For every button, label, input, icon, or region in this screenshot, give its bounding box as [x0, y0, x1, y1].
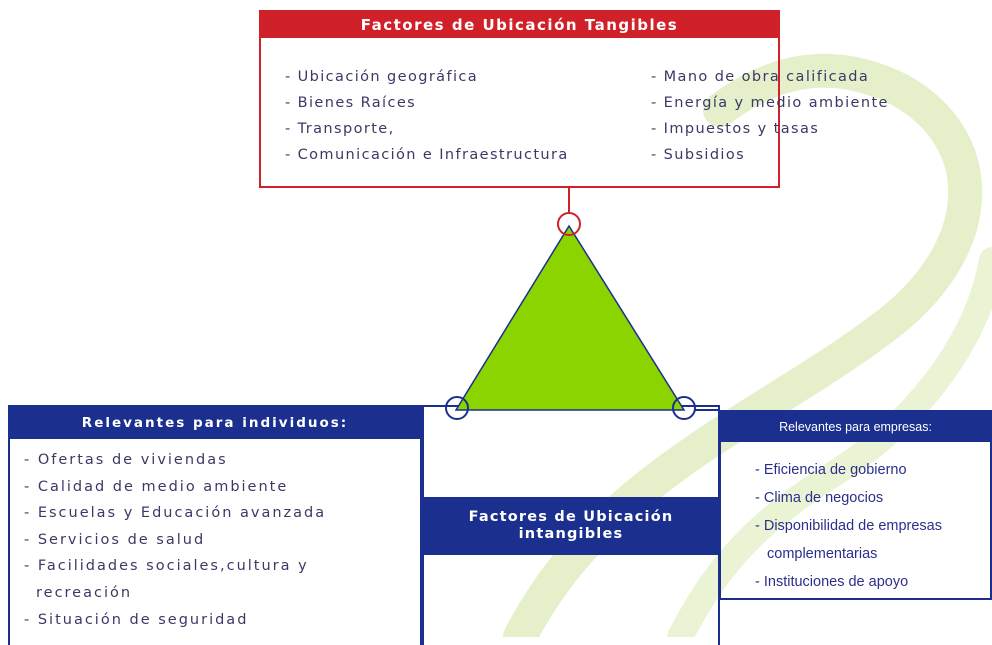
list-item: - Facilidades sociales,cultura y — [24, 558, 309, 575]
list-item: - Escuelas y Educación avanzada — [24, 505, 327, 522]
list-item: - Subsidios — [651, 147, 746, 163]
list-item: - Disponibilidad de empresas — [755, 518, 942, 534]
individuos-title: Relevantes para individuos: — [10, 407, 420, 439]
left-vertex-circle — [445, 396, 469, 420]
intangibles-title: Factores de Ubicación intangibles — [422, 497, 720, 555]
list-item: - Calidad de medio ambiente — [24, 478, 289, 495]
list-item: - Comunicación e Infraestructura — [285, 147, 569, 163]
list-item: - Mano de obra calificada — [651, 69, 870, 85]
list-item: - Servicios de salud — [24, 531, 206, 548]
list-item: - Transporte, — [285, 121, 395, 137]
list-item: - Instituciones de apoyo — [755, 574, 909, 590]
empresas-title: Relevantes para empresas: — [721, 412, 990, 442]
list-item: - Situación de seguridad — [24, 611, 249, 628]
empresas-list: - Eficiencia de gobierno - Clima de nego… — [755, 456, 942, 596]
list-item: - Bienes Raíces — [285, 95, 417, 111]
list-item: - Impuestos y tasas — [651, 121, 820, 137]
individuos-list: - Ofertas de viviendas - Calidad de medi… — [24, 447, 326, 633]
triangle — [454, 224, 686, 411]
list-item: - Clima de negocios — [755, 490, 884, 506]
empresas-box: Relevantes para empresas: - Eficiencia d… — [719, 410, 992, 600]
intangibles-title-line1: Factores de Ubicación — [468, 509, 674, 525]
individuos-box: Relevantes para individuos: - Ofertas de… — [8, 405, 422, 645]
list-item: - Ofertas de viviendas — [24, 452, 228, 468]
right-vertex-circle — [672, 396, 696, 420]
tangibles-left-list: - Ubicación geográfica - Bienes Raíces -… — [285, 64, 569, 168]
list-item: complementarias — [767, 546, 878, 562]
intangibles-title-line2: intangibles — [518, 526, 624, 542]
list-item: - Energía y medio ambiente — [651, 95, 889, 111]
list-item: - Eficiencia de gobierno — [755, 462, 907, 478]
tangibles-right-list: - Mano de obra calificada - Energía y me… — [651, 64, 889, 168]
tangibles-box: Factores de Ubicación Tangibles - Ubicac… — [259, 10, 887, 188]
tangibles-title: Factores de Ubicación Tangibles — [261, 12, 778, 38]
list-item: - Ubicación geográfica — [285, 69, 479, 85]
top-vertex-circle — [557, 212, 581, 236]
list-item: recreación — [36, 584, 133, 601]
